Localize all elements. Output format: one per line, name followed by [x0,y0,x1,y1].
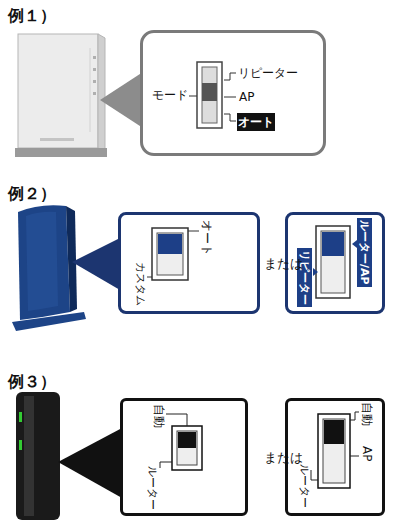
callout-pointer [58,428,122,498]
pointer-mark [352,240,357,248]
switch-frame [197,62,222,128]
router-body [16,392,60,520]
alternative-note: または [264,256,303,272]
router-base [12,312,86,331]
mode-label: モード [152,88,188,102]
pointer-mark [313,268,318,276]
switch-callout-box: オートカスタム [118,212,260,314]
router-body [18,205,70,320]
router-edge [90,48,91,132]
example-heading: 例３） [8,372,56,391]
switch-knob [158,234,182,254]
mode-option: オート [200,220,214,256]
slide-switch [311,412,359,488]
router-highlight [24,396,34,516]
router-led [93,80,96,83]
router-highlight [26,212,58,311]
callout-pointer [100,72,143,128]
leader-line [160,414,187,468]
mode-option: 自動 [152,404,166,428]
router-logo [40,138,74,141]
switch-slot [321,231,345,293]
router-base [15,148,107,157]
slide-switch [160,414,202,470]
switch-knob [324,420,344,444]
router-led [93,92,96,95]
router-led [19,440,22,450]
example-heading: 例２） [8,184,56,203]
router-led [93,56,96,59]
mode-option: AP [239,90,254,104]
mode-option: ルーター [298,464,311,508]
router-body [18,34,98,148]
switch-frame [318,414,350,488]
mode-option: ルーター [146,466,159,510]
slide-switch [147,228,199,280]
switch-slot [202,67,217,123]
router-illustration [12,205,86,331]
router-illustration [16,392,60,520]
mode-option: リピーター [238,66,298,80]
alternative-note: または [264,450,303,466]
leader-line [189,73,236,121]
router-side [66,206,77,312]
slide-switch [313,226,357,298]
mode-option: カスタム [134,262,147,306]
switch-slot [323,419,345,483]
leader-line [311,412,359,480]
switch-knob [178,432,196,448]
switch-knob [202,83,217,101]
leader-line [147,231,199,277]
router-side [98,34,105,150]
switch-frame [316,226,350,298]
switch-callout-box: モード リピーター AP オート [140,30,326,156]
example-heading: 例１） [8,6,56,25]
switch-callout-box: 自動ルーター [120,398,248,516]
switch-frame [172,426,202,470]
mode-option-selected: オート [237,113,275,131]
router-led [93,68,96,71]
switch-frame [152,228,188,280]
switch-knob [322,232,344,256]
mode-option-tag: ルーター/AP [357,218,372,287]
callout-pointer [72,238,120,290]
router-led [19,412,22,422]
router-illustration [15,34,107,157]
mode-option: 自動 [360,402,374,426]
switch-slot [157,233,183,275]
switch-slot [177,431,197,465]
slide-switch [189,62,236,128]
mode-option: AP [360,446,374,461]
